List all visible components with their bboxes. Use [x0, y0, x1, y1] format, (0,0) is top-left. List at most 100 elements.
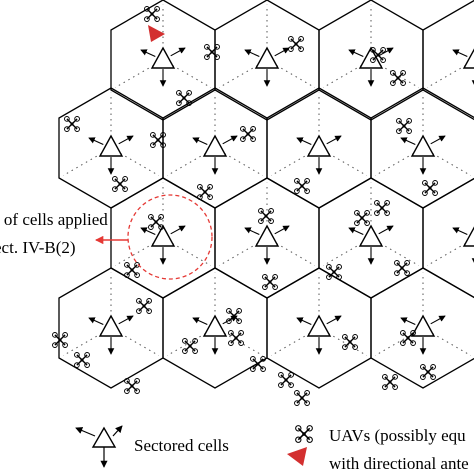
quadcopter-icon — [227, 329, 245, 347]
base-station-icon — [150, 224, 176, 247]
quadcopter-icon — [181, 337, 199, 355]
quadcopter-icon — [73, 351, 91, 369]
base-station-icon — [98, 314, 124, 337]
sector-divider — [214, 147, 264, 177]
base-station-icon — [410, 314, 436, 337]
base-station-icon — [254, 46, 280, 69]
sector-antenna-arrow — [118, 315, 134, 325]
sector-divider — [114, 59, 164, 89]
sector-divider — [110, 327, 160, 357]
quadcopter-icon — [395, 117, 413, 135]
sectored-cell — [266, 267, 372, 389]
quadcopter-icon — [293, 177, 311, 195]
sector-antenna-arrow — [452, 227, 468, 236]
sector-antenna-arrow — [296, 317, 312, 326]
sector-divider — [166, 147, 216, 177]
sectored-cell — [370, 87, 474, 209]
sector-divider — [374, 147, 424, 177]
sectored-cell — [422, 0, 474, 121]
sector-antenna-arrow — [326, 135, 342, 145]
quadcopter-icon — [389, 69, 407, 87]
sector-antenna-arrow — [222, 135, 238, 145]
quadcopter-icon — [111, 175, 129, 193]
quadcopter-icon — [63, 115, 81, 133]
base-station-icon — [98, 134, 124, 157]
sectored-cell — [318, 177, 424, 299]
sector-antenna-arrow — [170, 225, 186, 235]
sector-divider — [422, 327, 472, 357]
sector-antenna-arrow — [170, 47, 186, 57]
sector-antenna-arrow — [400, 317, 416, 326]
sector-divider — [162, 237, 212, 267]
sector-divider — [422, 147, 472, 177]
sector-divider — [266, 59, 316, 89]
sector-antenna-arrow — [118, 135, 134, 145]
sector-divider — [374, 327, 424, 357]
annotation-line-1: r of cells applied — [0, 210, 108, 229]
legend-uav-line-2: with directional ante — [329, 454, 469, 473]
base-station-icon — [306, 314, 332, 337]
quadcopter-icon — [277, 371, 295, 389]
hex-cell-border — [370, 267, 474, 389]
sector-divider — [270, 147, 320, 177]
quadcopter-icon — [261, 273, 279, 291]
quadcopter-icon — [51, 331, 69, 349]
sectored-cell — [318, 0, 424, 121]
sector-antenna-arrow — [192, 137, 208, 146]
sectored-cell — [266, 87, 372, 209]
sector-antenna-arrow — [430, 315, 446, 325]
base-station-icon — [358, 224, 384, 247]
base-station-icon — [254, 224, 280, 247]
sector-divider — [322, 59, 372, 89]
sectored-cell — [214, 0, 320, 121]
quadcopter-icon — [147, 213, 165, 231]
quadcopter-icon — [203, 43, 221, 61]
sectored-cell — [214, 177, 320, 299]
sector-antenna-arrow — [274, 47, 290, 57]
quadcopter-icon — [249, 355, 267, 373]
sectored-cell — [58, 87, 164, 209]
sector-divider — [218, 237, 268, 267]
quadcopter-icon — [293, 389, 311, 407]
sector-antenna-arrow — [348, 227, 364, 236]
sector-divider — [370, 237, 420, 267]
sectored-cell — [110, 0, 216, 121]
base-station-icon — [410, 134, 436, 157]
legend-uav-line-1: UAVs (possibly equ — [329, 426, 466, 445]
sector-antenna-arrow — [274, 225, 290, 235]
sectored-cell — [422, 177, 474, 299]
quadcopter-icon — [353, 209, 371, 227]
quadcopter-icon — [287, 35, 305, 53]
legend-antenna-marker — [287, 447, 307, 466]
sector-divider — [266, 237, 316, 267]
quadcopter-icon — [123, 377, 141, 395]
sector-divider — [62, 327, 112, 357]
sector-divider — [426, 237, 474, 267]
sector-divider — [270, 327, 320, 357]
sector-divider — [166, 327, 216, 357]
sectored-cell — [162, 267, 268, 389]
sectored-cell — [162, 87, 268, 209]
quadcopter-icon — [239, 125, 257, 143]
sector-divider — [110, 147, 160, 177]
base-station-icon — [462, 226, 474, 247]
legend-quadcopter-icon — [294, 424, 314, 444]
base-station-icon — [150, 46, 176, 69]
sector-divider — [322, 237, 372, 267]
quadcopter-icon — [341, 333, 359, 351]
sector-antenna-arrow — [88, 137, 104, 146]
legend-sectored-label: Sectored cells — [134, 436, 229, 455]
sector-antenna-arrow — [192, 317, 208, 326]
base-station-icon — [202, 134, 228, 157]
quadcopter-icon — [419, 363, 437, 381]
sector-antenna-arrow — [452, 49, 468, 58]
sector-divider — [62, 147, 112, 177]
sector-antenna-arrow — [244, 49, 260, 58]
sector-antenna-arrow — [326, 315, 342, 325]
highlighted-cell-circle — [127, 194, 213, 280]
quadcopter-icon — [225, 307, 243, 325]
quadcopter-icon — [257, 207, 275, 225]
sector-antenna-arrow — [296, 137, 312, 146]
quadcopter-icon — [393, 259, 411, 277]
